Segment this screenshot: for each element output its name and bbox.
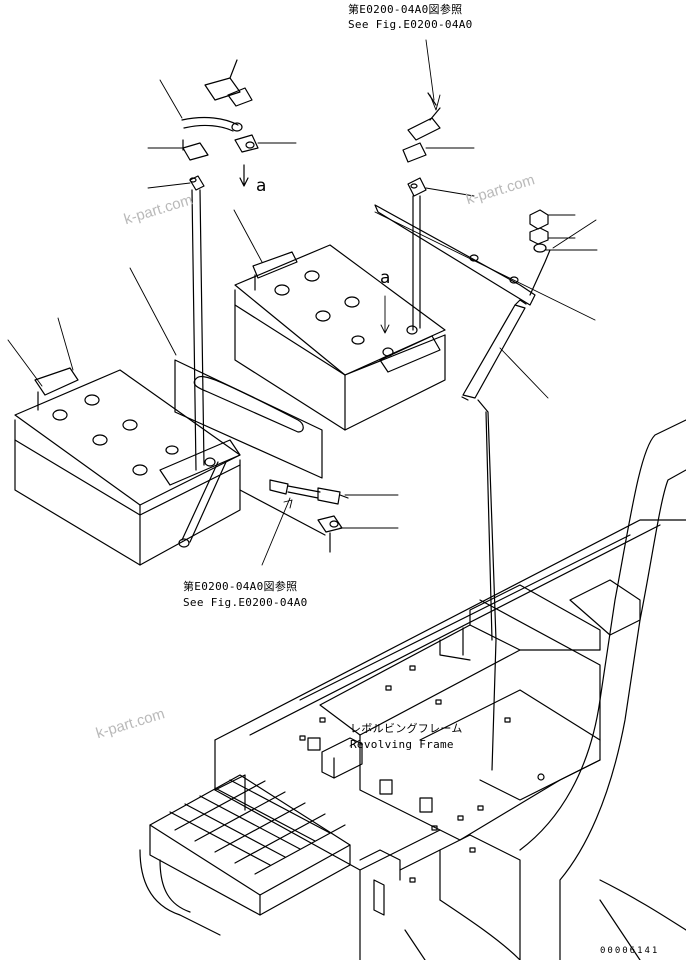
cable-top-left <box>181 59 259 471</box>
revolving-frame <box>214 419 686 960</box>
battery-plate <box>174 359 323 479</box>
leader-lines <box>7 39 598 747</box>
detail-marker-a-battery: a <box>380 268 391 288</box>
battery-tray <box>139 774 351 936</box>
reference-top-en: See Fig.E0200-04A0 <box>348 18 473 31</box>
cable-middle <box>239 479 349 553</box>
frame-label-jp: レボルビングフレーム <box>350 722 463 735</box>
battery-right <box>234 244 446 431</box>
reference-middle-en: See Fig.E0200-04A0 <box>183 596 308 609</box>
frame-label-en: Revolving Frame <box>350 738 454 751</box>
battery-left <box>14 367 241 566</box>
reference-middle-jp: 第E0200-04A0図参照 <box>183 580 298 593</box>
cable-top-right <box>374 92 551 771</box>
reference-top-jp: 第E0200-04A0図参照 <box>348 3 463 16</box>
document-number: 00006141 <box>600 946 660 956</box>
detail-marker-a-top: a <box>256 176 267 196</box>
